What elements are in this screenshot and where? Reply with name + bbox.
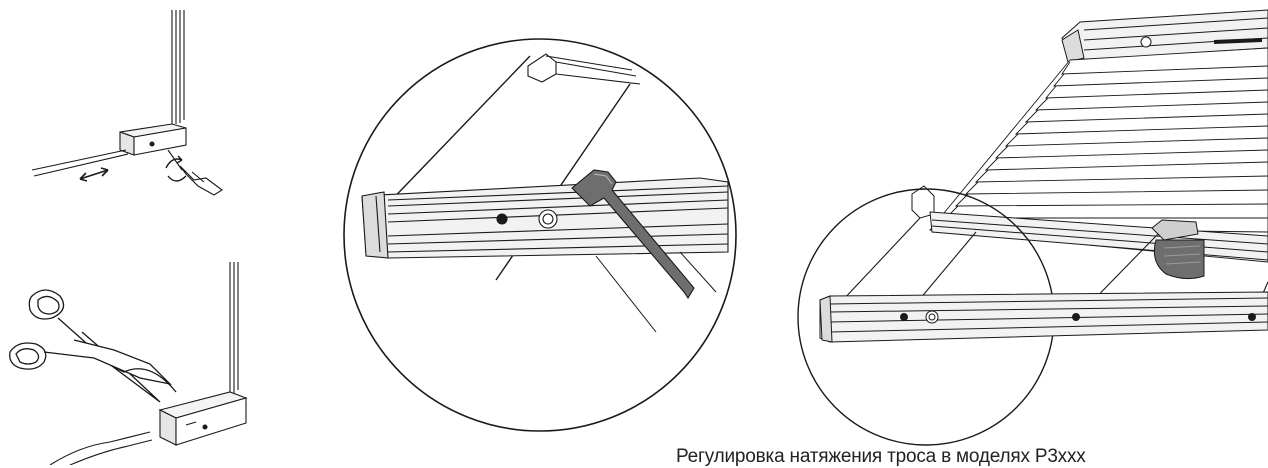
screwdriver-icon	[167, 149, 223, 196]
tension-cords	[31, 149, 129, 177]
upper-rail-end	[527, 53, 641, 85]
handle-icon	[1151, 219, 1205, 280]
end-bracket	[119, 123, 187, 156]
end-bracket-lower	[158, 391, 248, 446]
window-frame-lower	[229, 262, 239, 395]
scissors-icon	[9, 289, 177, 403]
panel-adjust-screw	[31, 10, 223, 196]
caption: Регулировка натяжения троса в моделях P3…	[676, 446, 1086, 467]
bottom-rail	[361, 177, 729, 259]
head-rail	[1061, 9, 1268, 63]
cut-cord-ends	[49, 431, 153, 465]
window-frame	[171, 10, 185, 125]
bottom-rail-overview	[819, 291, 1268, 343]
panel-blind-overview	[797, 9, 1268, 446]
panel-allen-key-zoom	[343, 38, 737, 432]
rotate-arrow-icon	[165, 158, 183, 169]
adjust-arrows-icon	[79, 167, 109, 182]
panel-cut-cord	[9, 262, 248, 465]
allen-key-icon	[571, 169, 695, 300]
cord-left	[381, 55, 531, 211]
